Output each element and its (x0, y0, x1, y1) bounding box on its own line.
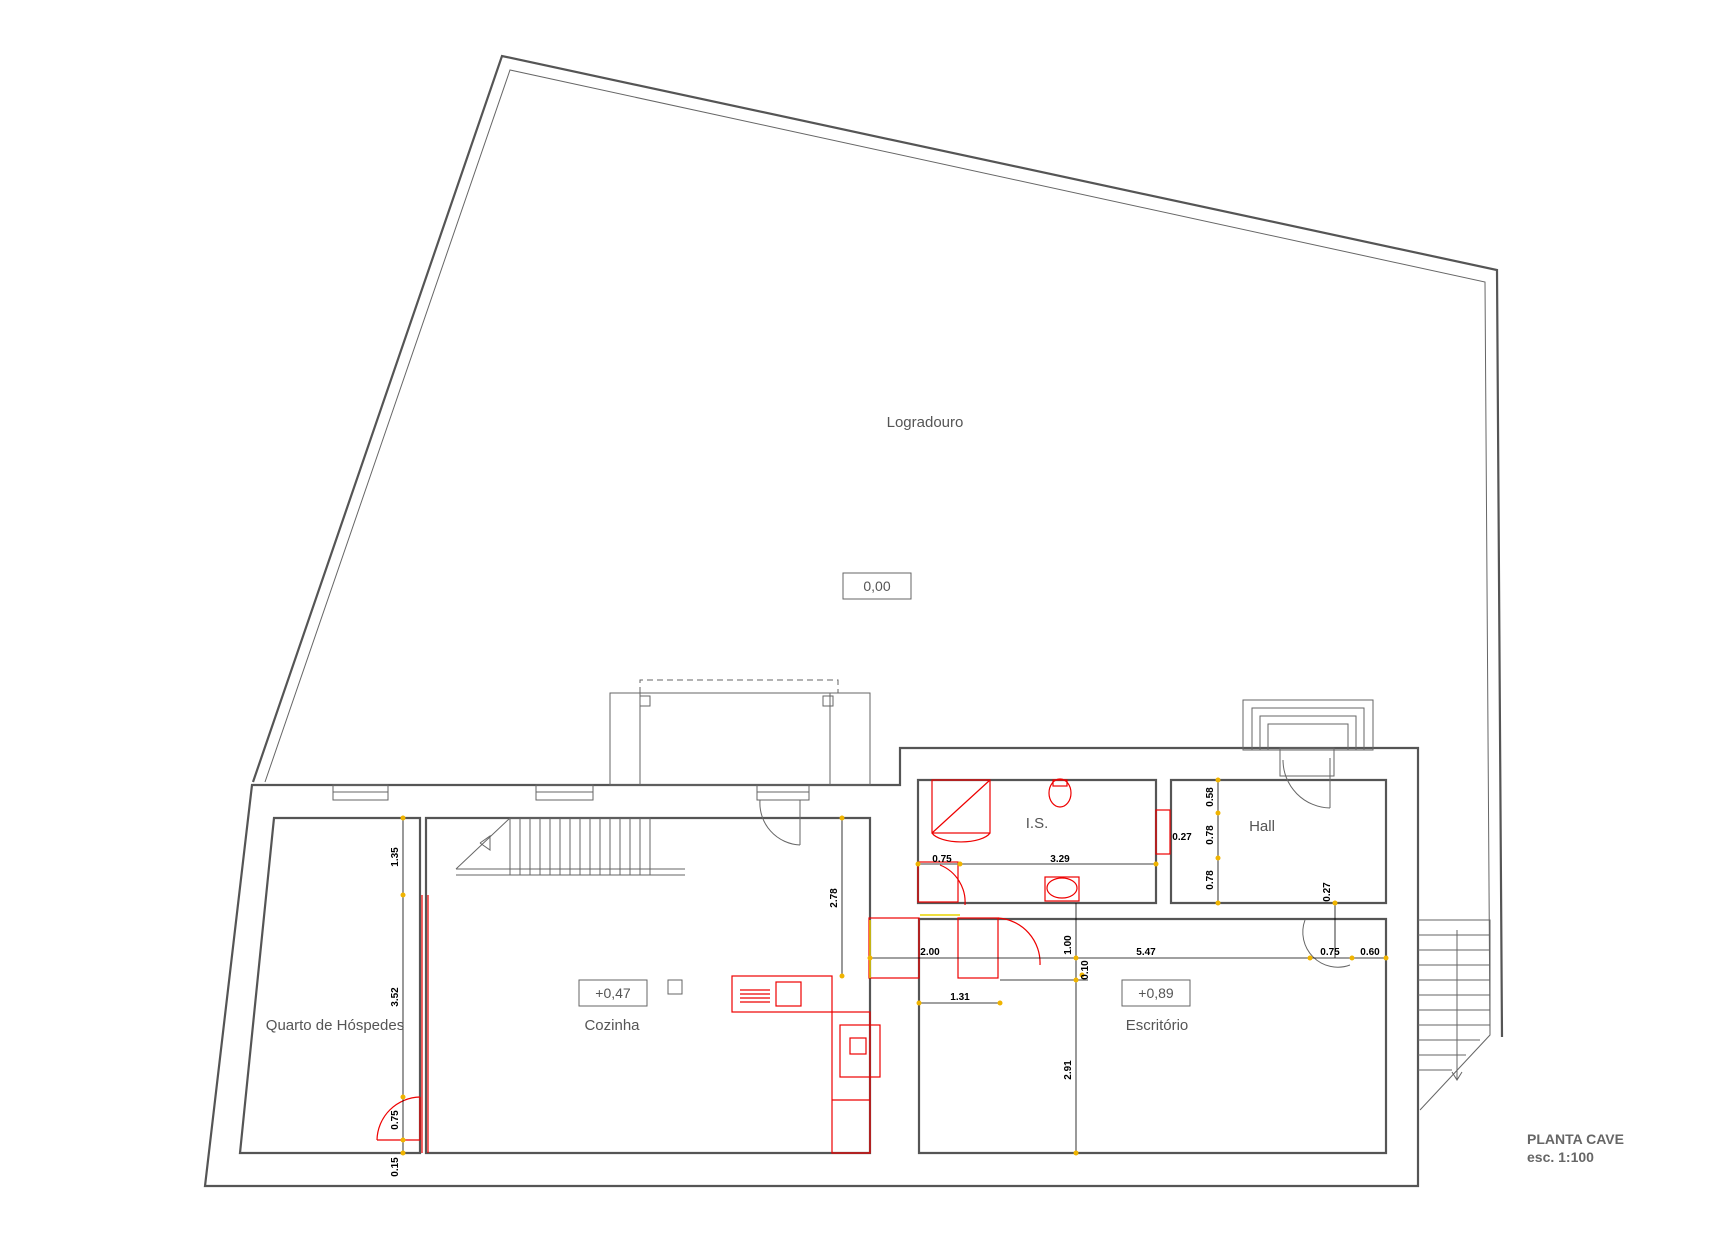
thresholds (869, 914, 960, 978)
dim-3-52: 3.52 (390, 987, 401, 1007)
dim-0-27-hall: 0.27 (1322, 882, 1333, 902)
dim-1-35: 1.35 (390, 847, 401, 867)
room-label-escritorio: Escritório (1126, 1017, 1189, 1034)
windows (332, 747, 1335, 801)
bathroom-fixtures (868, 778, 1171, 979)
room-label-logradouro: Logradouro (887, 414, 964, 431)
dimension-labels: 1.35 3.52 0.75 0.15 2.78 0.75 3.29 0.27 … (390, 787, 1380, 1177)
dim-0-78-a: 0.78 (1205, 825, 1216, 845)
dim-2-78: 2.78 (829, 888, 840, 908)
dim-0-10: 0.10 (1080, 960, 1091, 980)
room-labels: Logradouro Quarto de Hóspedes Cozinha I.… (266, 414, 1275, 1034)
dim-5-47: 5.47 (1136, 947, 1156, 958)
dim-3-29: 3.29 (1050, 854, 1070, 865)
cozinha-walls (424, 816, 872, 1155)
pergola (609, 679, 871, 786)
dim-2-00: 2.00 (920, 947, 940, 958)
level-labels: 0,00 +0,47 +0,89 (578, 572, 1191, 1007)
quarto-walls (238, 816, 422, 1155)
room-label-cozinha: Cozinha (584, 1017, 640, 1034)
dim-1-00: 1.00 (1063, 935, 1074, 955)
dim-0-15: 0.15 (390, 1157, 401, 1177)
level-logradouro: 0,00 (863, 578, 890, 594)
title-block: PLANTA CAVE esc. 1:100 (1527, 1131, 1624, 1165)
plot-boundary (251, 54, 1504, 1038)
dim-0-78-b: 0.78 (1205, 870, 1216, 890)
dim-0-75-quarto: 0.75 (390, 1110, 401, 1130)
dim-0-27-is: 0.27 (1172, 832, 1192, 843)
room-label-is: I.S. (1026, 815, 1049, 832)
room-label-hall: Hall (1249, 818, 1275, 835)
dim-0-58: 0.58 (1205, 787, 1216, 807)
column-marker (667, 979, 683, 995)
hall-walls (1169, 778, 1388, 905)
dim-0-75-is: 0.75 (932, 854, 952, 865)
building-outline (203, 746, 1420, 1188)
doors (759, 758, 1351, 968)
level-escritorio: +0,89 (1138, 985, 1174, 1001)
external-stairs (1418, 919, 1491, 1111)
dimension-marks (400, 777, 1389, 1156)
drawing-scale: esc. 1:100 (1527, 1149, 1594, 1165)
level-cozinha: +0,47 (595, 985, 631, 1001)
room-label-quarto: Quarto de Hóspedes (266, 1017, 404, 1034)
escritorio-walls (917, 917, 1388, 1155)
dim-2-91: 2.91 (1063, 1060, 1074, 1080)
entrance-canopy (1242, 699, 1374, 751)
kitchen-counter (731, 975, 881, 1154)
dim-0-60: 0.60 (1360, 947, 1380, 958)
dim-0-75-esc: 0.75 (1320, 947, 1340, 958)
quarto-fixtures (376, 895, 429, 1153)
kitchen-stairs (455, 817, 685, 876)
drawing-title: PLANTA CAVE (1527, 1131, 1624, 1147)
dim-1-31: 1.31 (950, 992, 970, 1003)
